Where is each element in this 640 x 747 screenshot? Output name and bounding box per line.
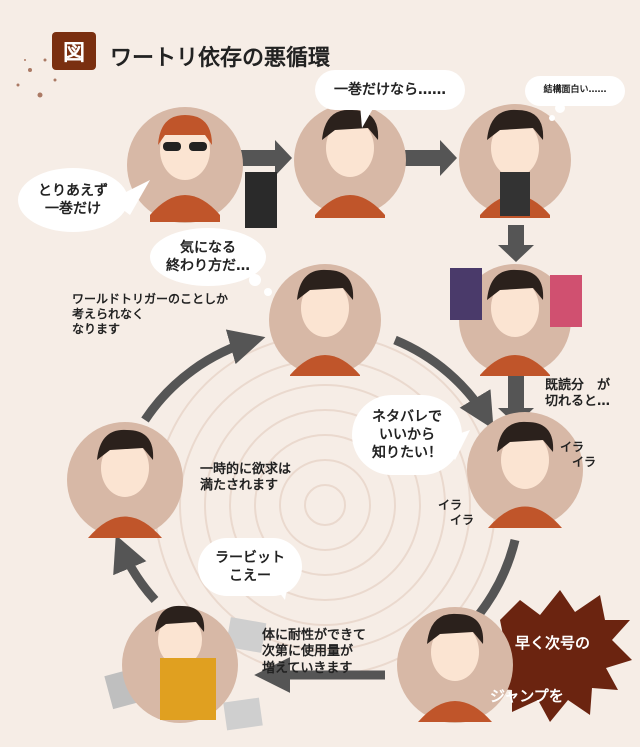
character-boy-2 [315, 109, 385, 218]
starburst-line-2: ジャンプを [490, 687, 564, 705]
character-boy-9 [418, 613, 492, 722]
character-sunglasses [150, 115, 220, 222]
label-satisfied: 一時的に欲求は 満たされます [200, 462, 292, 494]
manga-cover [245, 172, 277, 228]
starburst-line-1: 早く次号の [515, 634, 591, 652]
character-boy-3 [480, 109, 550, 218]
bubble-start: とりあえず 一巻だけ [18, 168, 128, 232]
bubble-ending: 気になる 終わり方だ… [150, 228, 266, 286]
ink-splatter [16, 58, 57, 98]
label-tolerance: 体に耐性ができて 次第に使用量が 増えていきます [262, 628, 367, 676]
label-ira-left: イラ イラ [438, 498, 475, 527]
label-ira-right: イラ イラ [560, 440, 597, 469]
character-boy-7 [88, 429, 162, 538]
starburst-shape [482, 590, 632, 722]
character-boy-4 [450, 268, 582, 376]
diagram-title: ワートリ依存の悪循環 [110, 46, 331, 71]
bubble-rabbit: ラービット こえー [198, 538, 302, 596]
character-boy-8 [155, 605, 216, 720]
character-boy-5 [290, 269, 360, 376]
figure-badge: 図 [52, 32, 96, 70]
character-boy-6 [488, 421, 562, 528]
bubble-interesting: 結構面白い…… [525, 76, 625, 106]
bubble-one-volume: 一巻だけなら…… [315, 70, 465, 110]
label-run-out: 既読分 が 切れると… [545, 378, 611, 410]
bubble-spoiler: ネタバレで いいから 知りたい！ [352, 395, 462, 475]
characters [88, 109, 582, 722]
label-only-world-trigger: ワールドトリガーのことしか 考えられなく なります [72, 292, 229, 336]
